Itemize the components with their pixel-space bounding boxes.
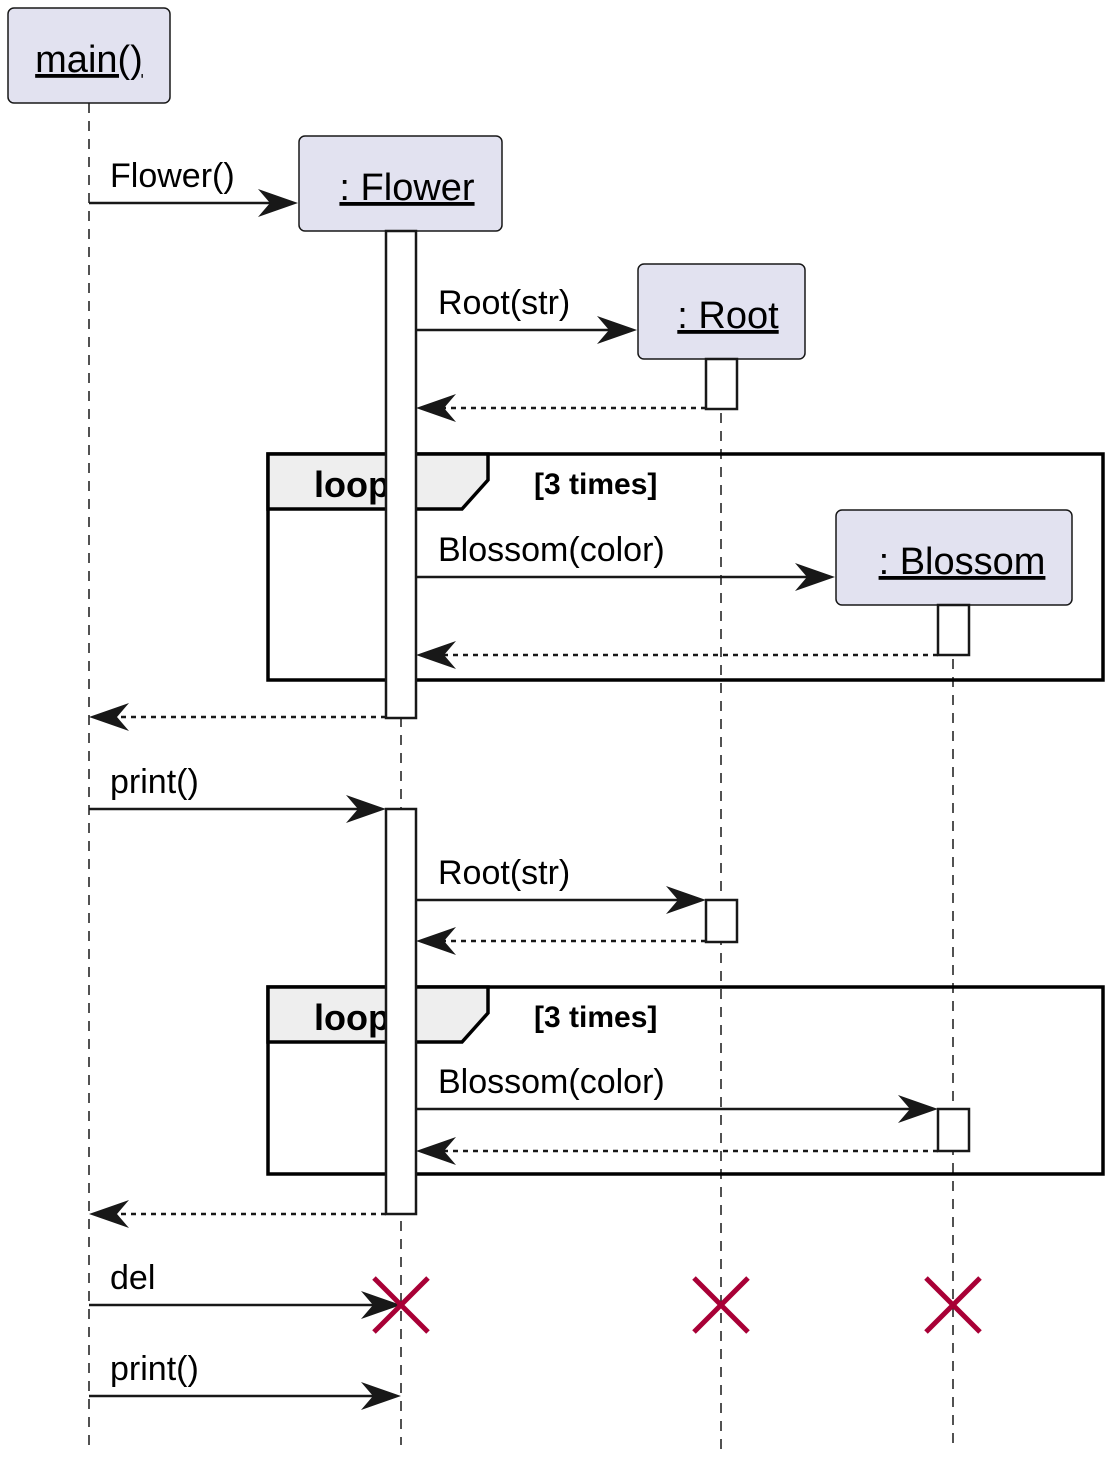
participant-main-label: main() [35, 39, 143, 81]
return-blossom-1 [416, 641, 938, 669]
return-flower-1 [89, 703, 386, 731]
loop-frame-1-keyword: loop [314, 464, 390, 505]
message-blossom-create-label: Blossom(color) [438, 531, 665, 569]
message-blossom-call-label: Blossom(color) [438, 1063, 665, 1101]
destroy-root-icon [692, 1276, 750, 1334]
message-print-1[interactable]: print() [89, 763, 386, 823]
message-flower-create[interactable]: Flower() [89, 157, 298, 217]
return-root-1 [416, 394, 706, 422]
activation-blossom-1 [936, 603, 971, 657]
participant-main[interactable]: main() [7, 7, 171, 104]
participant-blossom[interactable]: : Blossom [835, 509, 1073, 606]
participant-flower[interactable]: : Flower [298, 135, 503, 232]
message-root-create[interactable]: Root(str) [416, 284, 637, 344]
activation-root-1 [704, 357, 739, 411]
participant-flower-label: : Flower [339, 167, 474, 209]
return-blossom-2 [416, 1137, 938, 1165]
message-print-1-label: print() [110, 763, 199, 801]
activation-root-2 [704, 898, 739, 944]
loop-frame-2-keyword: loop [314, 997, 390, 1038]
destroy-flower-icon [372, 1276, 430, 1334]
return-flower-2 [89, 1200, 386, 1228]
participant-root[interactable]: : Root [637, 263, 806, 360]
activation-flower-2 [384, 807, 418, 1216]
message-del-label: del [110, 1259, 155, 1297]
message-blossom-create[interactable]: Blossom(color) [416, 531, 835, 591]
message-print-2[interactable]: print() [89, 1350, 401, 1410]
participant-blossom-label: : Blossom [879, 541, 1046, 583]
message-print-2-label: print() [110, 1350, 199, 1388]
return-root-2 [416, 927, 706, 955]
message-root-create-label: Root(str) [438, 284, 570, 322]
message-flower-create-label: Flower() [110, 157, 235, 195]
loop-frame-1: loop [3 times] [266, 452, 1105, 682]
activation-flower-1 [384, 229, 418, 720]
activation-blossom-2 [936, 1107, 971, 1153]
loop-frame-2: loop [3 times] [266, 985, 1105, 1176]
message-blossom-call[interactable]: Blossom(color) [416, 1063, 938, 1123]
loop-frame-2-guard: [3 times] [534, 1001, 657, 1034]
message-del[interactable]: del [89, 1259, 401, 1319]
participant-root-label: : Root [677, 295, 779, 337]
loop-frame-1-guard: [3 times] [534, 468, 657, 501]
destroy-blossom-icon [924, 1276, 982, 1334]
message-root-call-label: Root(str) [438, 854, 570, 892]
message-root-call[interactable]: Root(str) [416, 854, 706, 914]
